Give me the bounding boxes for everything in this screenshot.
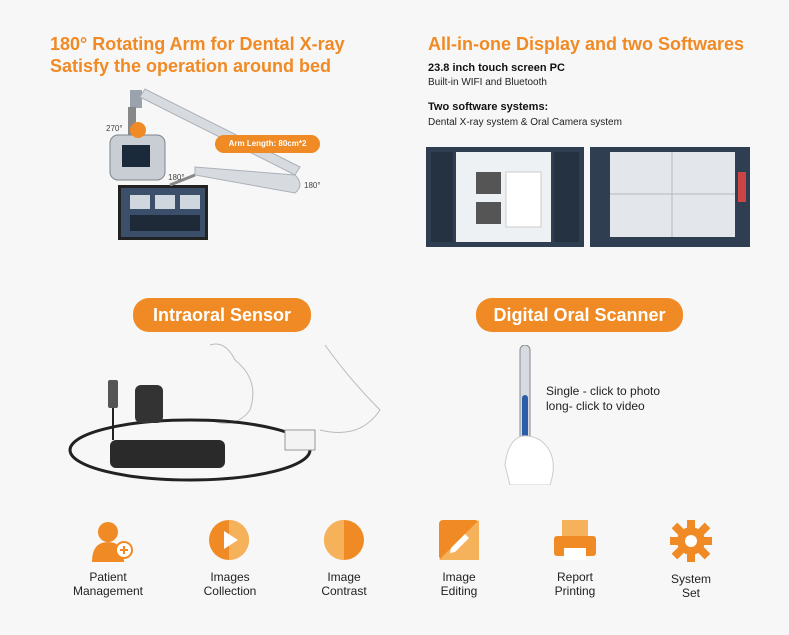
patient-icon	[90, 518, 134, 562]
left-header-line1: 180° Rotating Arm for Dental X-ray	[50, 34, 345, 54]
angle-label-1: 270°	[106, 124, 123, 133]
feature-label-editing: Image Editing	[414, 570, 504, 598]
feature-label-line2: Set	[681, 586, 700, 600]
intraoral-sensor-illustration	[68, 343, 381, 482]
intraoral-sensor-title: Intraoral Sensor	[133, 298, 311, 332]
feature-label-line1: Patient	[89, 570, 127, 584]
sw-sub: Dental X-ray system & Oral Camera system	[428, 117, 622, 128]
feature-label-line2: Printing	[554, 584, 596, 598]
scanner-line1: Single - click to photo	[546, 384, 661, 398]
scanner-line2: long- click to video	[546, 399, 645, 413]
feature-label-line2: Editing	[440, 584, 478, 598]
feature-label-line2: Contrast	[321, 584, 367, 598]
sw-title: Two software systems:	[428, 101, 549, 113]
pc-sub: Built-in WIFI and Bluetooth	[428, 77, 547, 88]
left-header-line2: Satisfy the operation around bed	[50, 56, 332, 76]
pc-title: 23.8 inch touch screen PC	[428, 62, 565, 74]
printer-icon	[552, 518, 598, 562]
angle-label-2: 180°	[168, 173, 185, 182]
feature-label-contrast: Image Contrast	[299, 570, 389, 598]
arm-length-badge: Arm Length: 80cm*2	[215, 135, 320, 153]
feature-label-line2: Management	[72, 584, 144, 598]
gear-icon	[668, 518, 714, 564]
feature-label-line2: Collection	[203, 584, 257, 598]
feature-label-line1: Report	[556, 570, 594, 584]
scanner-instructions: Single - click to photo long- click to v…	[546, 384, 660, 414]
xray-arm-illustration	[109, 88, 301, 240]
edit-icon	[437, 518, 481, 562]
xray-software-screenshot	[426, 147, 584, 247]
feature-label-line1: Image	[442, 570, 476, 584]
left-header: 180° Rotating Arm for Dental X-ray Satis…	[50, 33, 345, 77]
camera-software-screenshot	[590, 147, 750, 247]
feature-label-line1: Image	[327, 570, 361, 584]
digital-scanner-title: Digital Oral Scanner	[476, 298, 683, 332]
feature-label-system: System Set	[646, 572, 736, 600]
right-header-title: All-in-one Display and two Softwares	[428, 34, 745, 54]
oral-scanner-illustration	[504, 345, 554, 485]
feature-label-line1: Images	[210, 570, 250, 584]
play-icon	[207, 518, 251, 562]
contrast-icon	[322, 518, 366, 562]
angle-label-3: 180°	[304, 181, 321, 190]
feature-label-report: Report Printing	[530, 570, 620, 598]
feature-label-line1: System	[670, 572, 711, 586]
feature-label-images: Images Collection	[185, 570, 275, 598]
feature-label-patient: Patient Management	[63, 570, 153, 598]
